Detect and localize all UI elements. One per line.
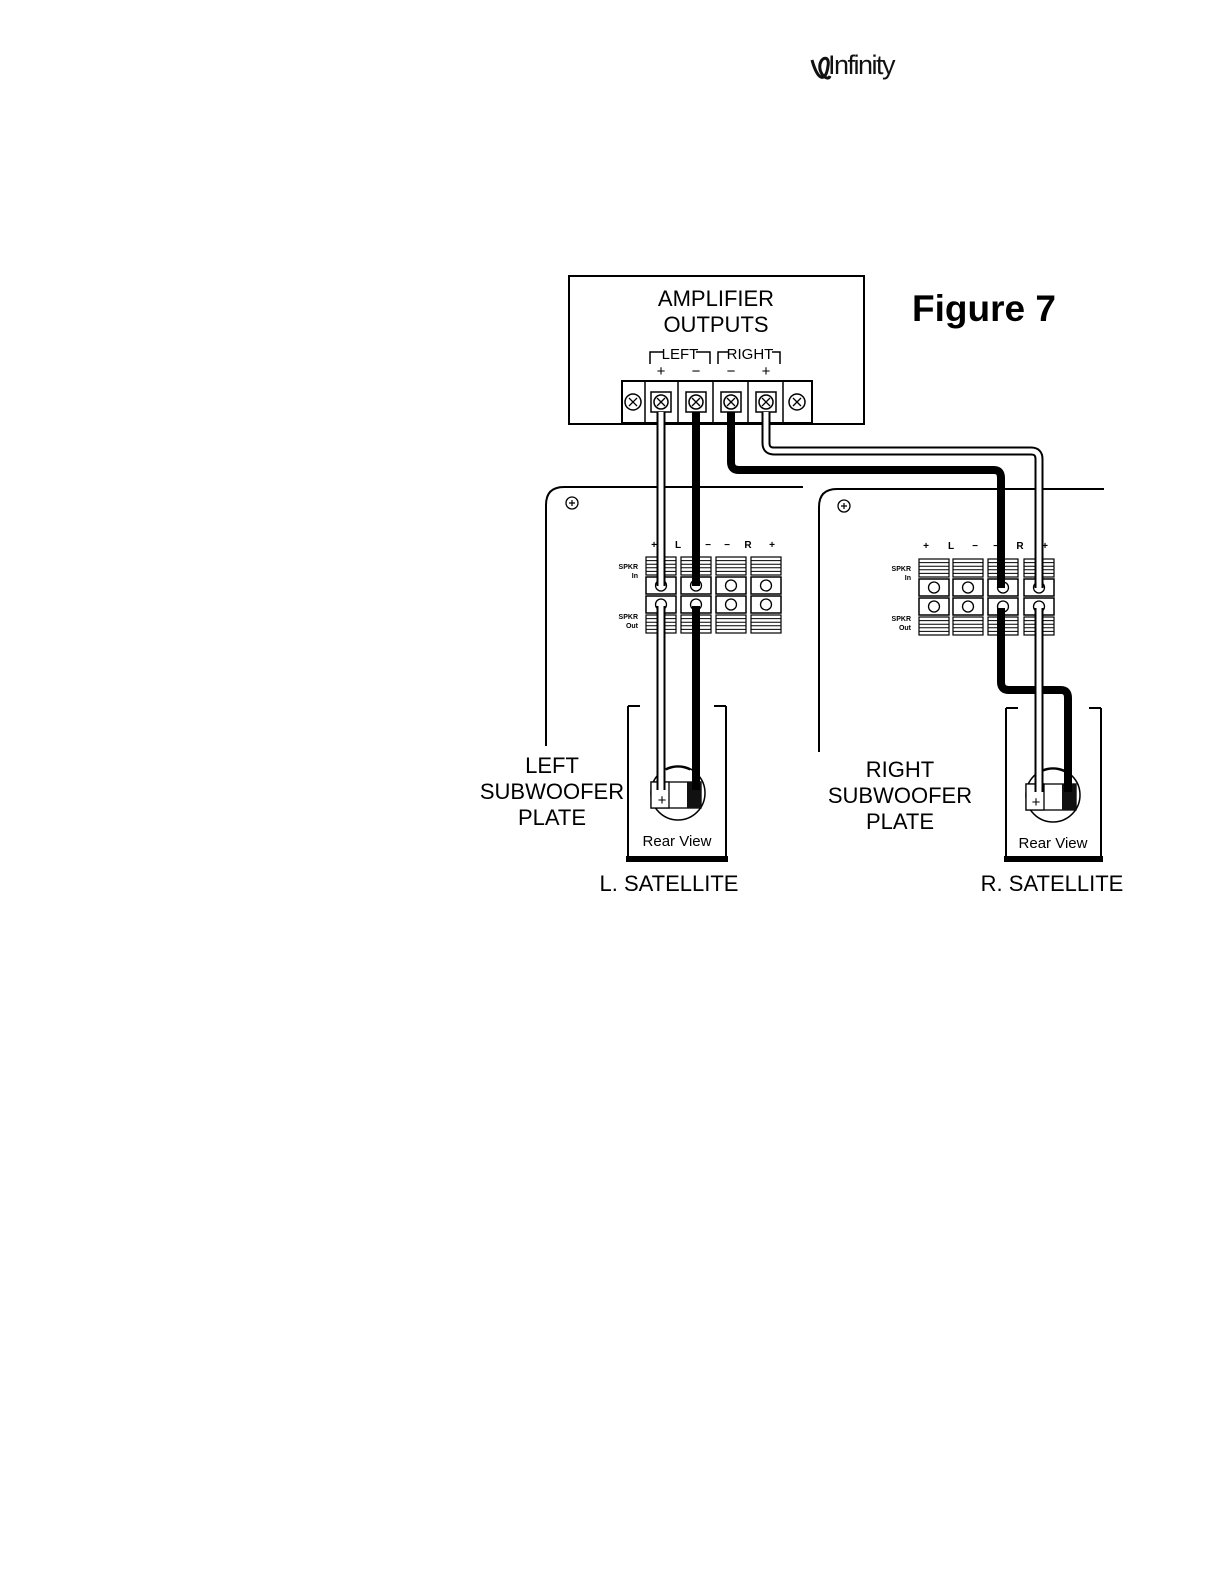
- right-plate-spkr-out-terminal-0: [929, 601, 940, 612]
- right-spkr-in-label-line2: In: [905, 575, 911, 582]
- right-satellite-label: R. SATELLITE: [981, 871, 1124, 896]
- left-plate-label-line2: SUBWOOFER: [480, 779, 624, 804]
- right-spkr-out-label-line1: SPKR: [892, 616, 911, 623]
- left-plate-spkr-out-terminal-3: [761, 599, 772, 610]
- left-plate-polarity-4: R: [744, 540, 752, 551]
- left-plate-polarity-1: L: [675, 540, 681, 551]
- left-plate-spkr-in-terminal-2: [726, 580, 737, 591]
- left-plate-label-line1: LEFT: [525, 753, 579, 778]
- amp-terminal-right-minus: [721, 392, 741, 412]
- right-plate-label-line2: SUBWOOFER: [828, 783, 972, 808]
- left-plate-label-line3: PLATE: [518, 805, 586, 830]
- right-plate-spkr-in-terminal-1: [963, 582, 974, 593]
- left-spkr-out-label-line2: Out: [626, 623, 639, 630]
- amp-left-label: LEFT: [662, 346, 699, 363]
- right-plate-spkr-out-terminal-1: [963, 601, 974, 612]
- left-plate-polarity-2: −: [705, 540, 711, 551]
- right-plate-terminal-column-0: [919, 559, 949, 635]
- right-spkr-out-label-line2: Out: [899, 625, 912, 632]
- right-spkr-in-label-line1: SPKR: [892, 566, 911, 573]
- left-spkr-in-label-line2: In: [632, 573, 638, 580]
- left-plate-polarity-3: −: [724, 540, 730, 551]
- left-plate-terminal-column-3: [751, 557, 781, 633]
- left-satellite-label: L. SATELLITE: [600, 871, 739, 896]
- left-plate-terminal-block: [646, 557, 781, 633]
- amp-left-minus: −: [692, 363, 701, 380]
- amplifier-label-line2: OUTPUTS: [663, 312, 768, 337]
- amp-right-label: RIGHT: [727, 346, 774, 363]
- right-plate-screw-icon: [838, 500, 850, 512]
- left-plate-spkr-in-terminal-3: [761, 580, 772, 591]
- right-plate-spkr-in-terminal-0: [929, 582, 940, 593]
- left-plate-polarity-5: +: [769, 540, 775, 551]
- right-satellite-view-label: Rear View: [1019, 835, 1088, 852]
- amp-right-plus: +: [762, 363, 771, 380]
- right-plate-polarity-4: R: [1016, 541, 1024, 552]
- left-plate-polarity-0: +: [651, 540, 657, 551]
- left-spkr-in-label-line1: SPKR: [619, 564, 638, 571]
- amp-screw-end-right: [789, 394, 805, 410]
- left-spkr-out-label-line1: SPKR: [619, 614, 638, 621]
- amplifier-label-line1: AMPLIFIER: [658, 286, 774, 311]
- left-satellite-view-label: Rear View: [643, 833, 712, 850]
- right-satellite-plus: +: [1032, 794, 1041, 811]
- right-plate-polarity-0: +: [923, 541, 929, 552]
- amp-terminal-right-plus: [756, 392, 776, 412]
- amp-right-minus: −: [727, 363, 736, 380]
- amp-terminal-left-minus: [686, 392, 706, 412]
- right-plate-polarity-1: L: [948, 541, 954, 552]
- right-plate-polarity-2: −: [972, 541, 978, 552]
- right-plate-terminal-block: [919, 559, 1054, 635]
- left-plate-spkr-out-terminal-2: [726, 599, 737, 610]
- amp-terminal-left-plus: [651, 392, 671, 412]
- amp-screw-end-left: [625, 394, 641, 410]
- right-plate-terminal-column-1: [953, 559, 983, 635]
- right-plate-label-line3: PLATE: [866, 809, 934, 834]
- left-satellite-plus: +: [658, 792, 667, 809]
- right-plate-label-line1: RIGHT: [866, 757, 934, 782]
- amp-left-plus: +: [657, 363, 666, 380]
- left-plate-terminal-column-2: [716, 557, 746, 633]
- left-plate-screw-icon: [566, 497, 578, 509]
